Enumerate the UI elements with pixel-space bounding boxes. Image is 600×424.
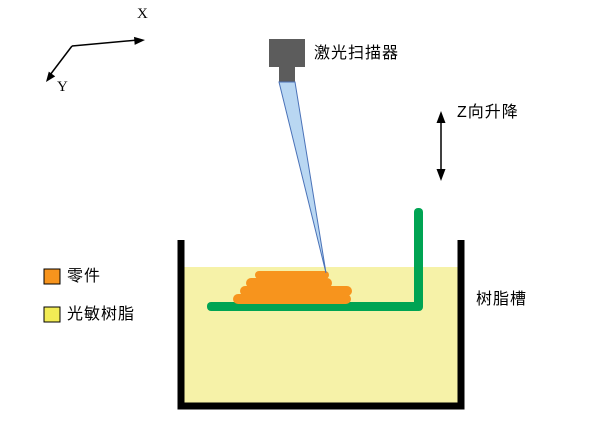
resin-tank-walls bbox=[177, 240, 465, 410]
legend-resin-label: 光敏树脂 bbox=[67, 306, 136, 323]
printed-part bbox=[233, 271, 352, 304]
part-layer-upper bbox=[246, 278, 332, 288]
legend-resin-swatch bbox=[43, 306, 61, 323]
z-lift-arrow bbox=[436, 111, 446, 181]
laser-scanner-shape bbox=[269, 39, 305, 82]
z-arrow-down-head bbox=[436, 169, 446, 181]
legend-part-swatch bbox=[43, 268, 61, 285]
part-layer-middle bbox=[240, 286, 352, 296]
resin-tank-label: 树脂槽 bbox=[476, 291, 528, 308]
platform-horizontal-bar bbox=[207, 302, 421, 311]
y-axis-line bbox=[49, 45, 73, 76]
laser-beam bbox=[278, 81, 327, 274]
z-arrow-up-head bbox=[436, 111, 446, 123]
part-layer-bottom bbox=[233, 294, 351, 304]
part-layer-top bbox=[255, 271, 329, 279]
coordinate-axes bbox=[46, 36, 145, 82]
x-axis-line bbox=[71, 39, 139, 47]
scanner-body bbox=[269, 39, 305, 67]
z-lift-label: Z向升降 bbox=[457, 104, 519, 121]
x-axis-arrowhead bbox=[134, 36, 145, 45]
scanner-nozzle bbox=[279, 67, 295, 82]
laser-scanner-label: 激光扫描器 bbox=[314, 45, 400, 62]
legend-part-label: 零件 bbox=[67, 268, 102, 285]
legend bbox=[43, 268, 61, 323]
build-platform bbox=[207, 208, 423, 311]
y-axis-label: Y bbox=[57, 79, 68, 95]
y-axis-arrowhead bbox=[46, 71, 56, 82]
platform-vertical-bar bbox=[414, 208, 423, 311]
x-axis-label: X bbox=[137, 6, 148, 22]
